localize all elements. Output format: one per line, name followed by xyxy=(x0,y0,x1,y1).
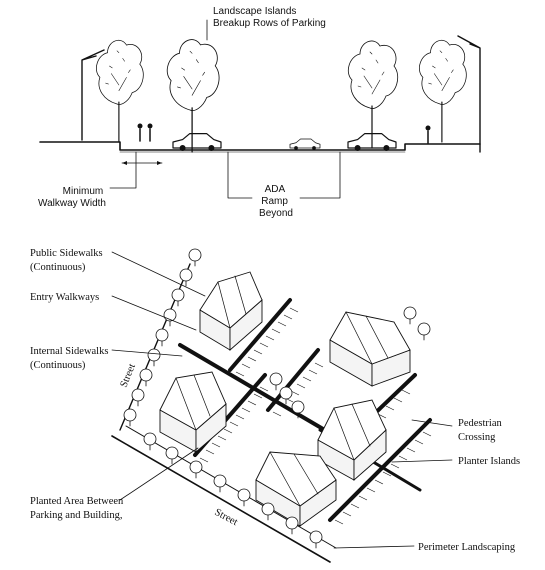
internal-sidewalks-label: Internal Sidewalks (Continuous) xyxy=(30,346,111,371)
section-ground-line xyxy=(39,141,481,151)
landscape-islands-label: Landscape Islands Breakup Rows of Parkin… xyxy=(213,6,326,29)
building-cluster xyxy=(329,311,411,387)
parking-aisle xyxy=(266,348,320,412)
perimeter-landscaping-label: Perimeter Landscaping xyxy=(418,542,516,553)
entry-walkways-label: Entry Walkways xyxy=(30,292,99,303)
minimum-walkway-width-label: Minimum Walkway Width xyxy=(38,186,106,209)
car-icon xyxy=(289,138,321,151)
building-cluster xyxy=(199,271,263,351)
street-label-left: Street xyxy=(119,362,138,389)
parking-aisle xyxy=(178,343,337,438)
left-building-outline xyxy=(81,49,105,141)
street-edge xyxy=(111,435,331,563)
planter-islands-label: Planter Islands xyxy=(458,456,520,467)
pedestrian-crossing-label: Pedestrian Crossing xyxy=(458,418,504,443)
street-cross-section: Landscape Islands Breakup Rows of Parkin… xyxy=(38,6,481,219)
building-cluster xyxy=(255,451,337,527)
car-icon xyxy=(172,133,222,152)
ada-ramp-label: ADA Ramp Beyond xyxy=(259,184,293,219)
section-tree xyxy=(347,40,399,149)
street-label-bottom: Street xyxy=(213,507,240,528)
right-building-outline xyxy=(457,35,481,153)
pedestrian-icon xyxy=(425,125,431,144)
planted-area-label: Planted Area Between Parking and Buildin… xyxy=(30,496,126,521)
site-plan-isometric: Public Sidewalks (Continuous) Entry Walk… xyxy=(30,248,520,563)
pedestrian-icon xyxy=(137,123,153,142)
parking-aisle xyxy=(228,298,292,372)
building-cluster xyxy=(159,371,227,453)
building-cluster xyxy=(317,399,387,481)
section-tree xyxy=(95,39,144,143)
public-sidewalks-label: Public Sidewalks (Continuous) xyxy=(30,248,105,273)
section-tree xyxy=(166,38,220,153)
street-edge xyxy=(125,425,337,549)
parking-aisle xyxy=(328,418,432,522)
